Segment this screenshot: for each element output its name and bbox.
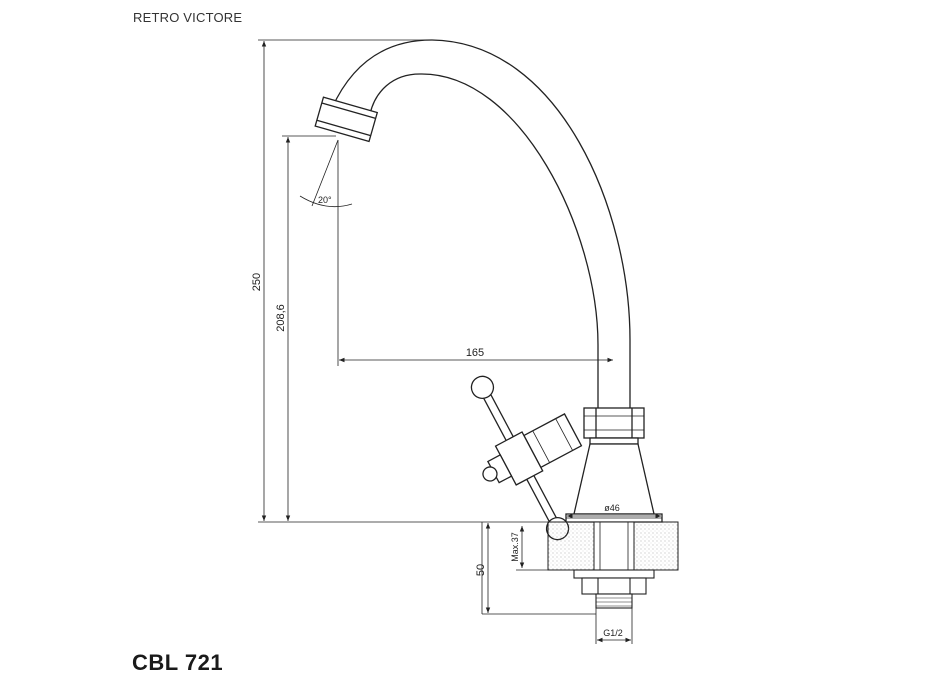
mounting-nut — [573, 569, 655, 609]
dim-mount-depth: 50 — [475, 564, 487, 576]
spout-nut — [583, 407, 645, 445]
dim-total-height: 250 — [251, 273, 263, 291]
faucet-body — [314, 39, 663, 541]
countertop-section — [547, 521, 679, 571]
dimension-labels: 250 208,6 165 20° ø46 Max.37 50 G1/2 — [251, 195, 623, 638]
model-code: CBL 721 — [132, 650, 224, 675]
dim-reach: 165 — [466, 347, 484, 359]
dim-angle: 20° — [318, 195, 332, 205]
dim-max-thickness: Max.37 — [510, 532, 520, 562]
spout-inner-edge — [369, 73, 599, 408]
dimension-lines — [258, 39, 661, 644]
spout-outer-edge — [331, 39, 631, 408]
dim-thread: G1/2 — [603, 628, 623, 638]
dim-base-diameter: ø46 — [604, 503, 620, 513]
dim-spout-height: 208,6 — [275, 304, 287, 332]
series-label: RETRO VICTORE — [133, 10, 243, 25]
aerator — [314, 96, 379, 143]
